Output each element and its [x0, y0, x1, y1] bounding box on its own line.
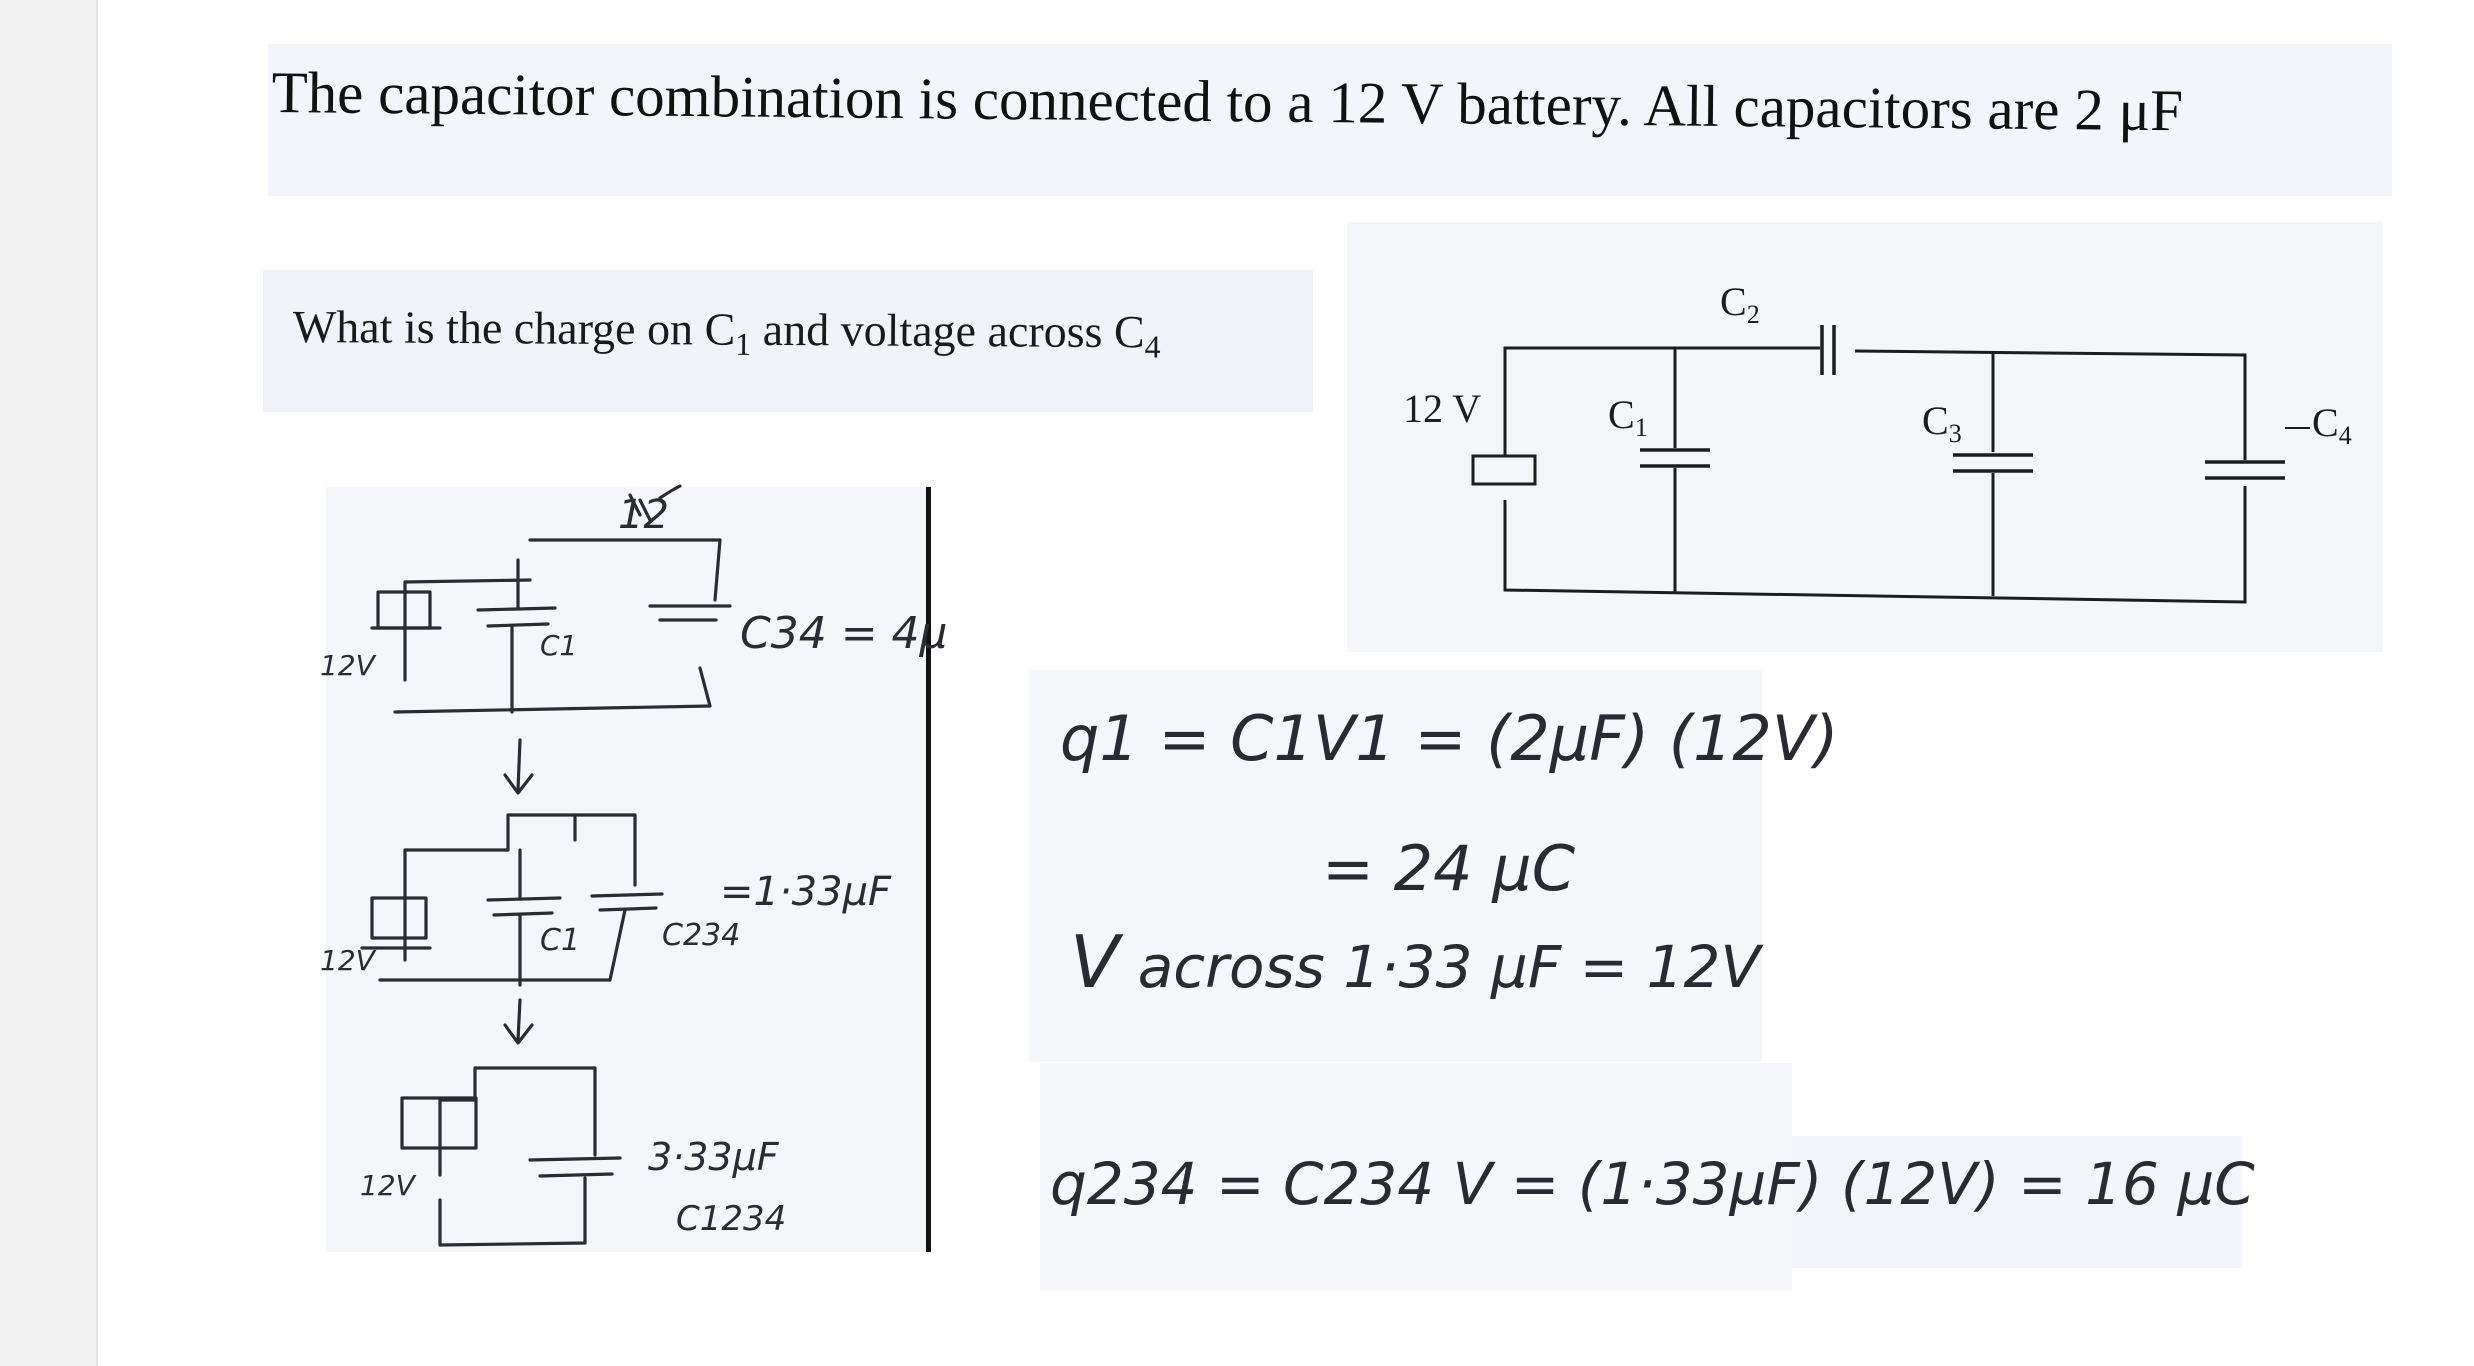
sketch3-source-label: 12V	[360, 1169, 417, 1202]
sketch1-cap-label: C1	[540, 629, 577, 662]
sketch2-equiv-name: C234	[662, 918, 740, 953]
sketch-step-2	[360, 813, 664, 987]
c1-label: C1	[1608, 392, 1648, 442]
sketch-step-3	[400, 1066, 622, 1247]
solution-line-4: q234 = C234 V = (1·33μF) (12V) = 16 μC	[1050, 1150, 2255, 1218]
sketch2-equiv: =1·33μF	[720, 869, 892, 915]
sketch-panel	[326, 487, 931, 1252]
sketch-arrow-2	[503, 998, 534, 1045]
sketch-panel-edge	[926, 487, 931, 1252]
c2-label: C2	[1720, 279, 1760, 329]
sketch3-equiv-name: C1234	[676, 1199, 786, 1239]
sketch1-source-label: 12V	[320, 649, 377, 682]
solution-panel-top	[1030, 670, 1762, 1062]
solution-line-3: V across 1·33 μF = 12V	[1070, 920, 1761, 1004]
c4-label: C4	[2312, 400, 2352, 450]
sketch2-cap-label: C1	[540, 923, 580, 958]
solution-panel-bottom	[1040, 1063, 1792, 1291]
battery-symbol	[1471, 454, 1537, 486]
battery-label: 12 V	[1403, 386, 1481, 431]
solution-line-1: q1 = C1V1 = (2μF) (12V)	[1060, 702, 1839, 775]
solution-line-2: = 24 μC	[1322, 832, 1575, 905]
circuit-diagram-panel	[1347, 222, 2383, 652]
statement-band	[268, 44, 2392, 196]
solution-panel-tail	[1792, 1136, 2242, 1268]
sketch3-equiv: 3·33μF	[648, 1135, 780, 1179]
sketch2-source-label: 12V	[320, 944, 377, 977]
sketch1-equiv: C34 = 4μ	[740, 608, 948, 659]
c3-label: C3	[1922, 398, 1962, 448]
scroll-gutter	[0, 0, 98, 1366]
question-band	[263, 270, 1313, 412]
sketch-step-1	[370, 484, 732, 714]
sketch-arrow-1	[503, 738, 534, 795]
sketch1-top-label: 12	[618, 492, 669, 538]
